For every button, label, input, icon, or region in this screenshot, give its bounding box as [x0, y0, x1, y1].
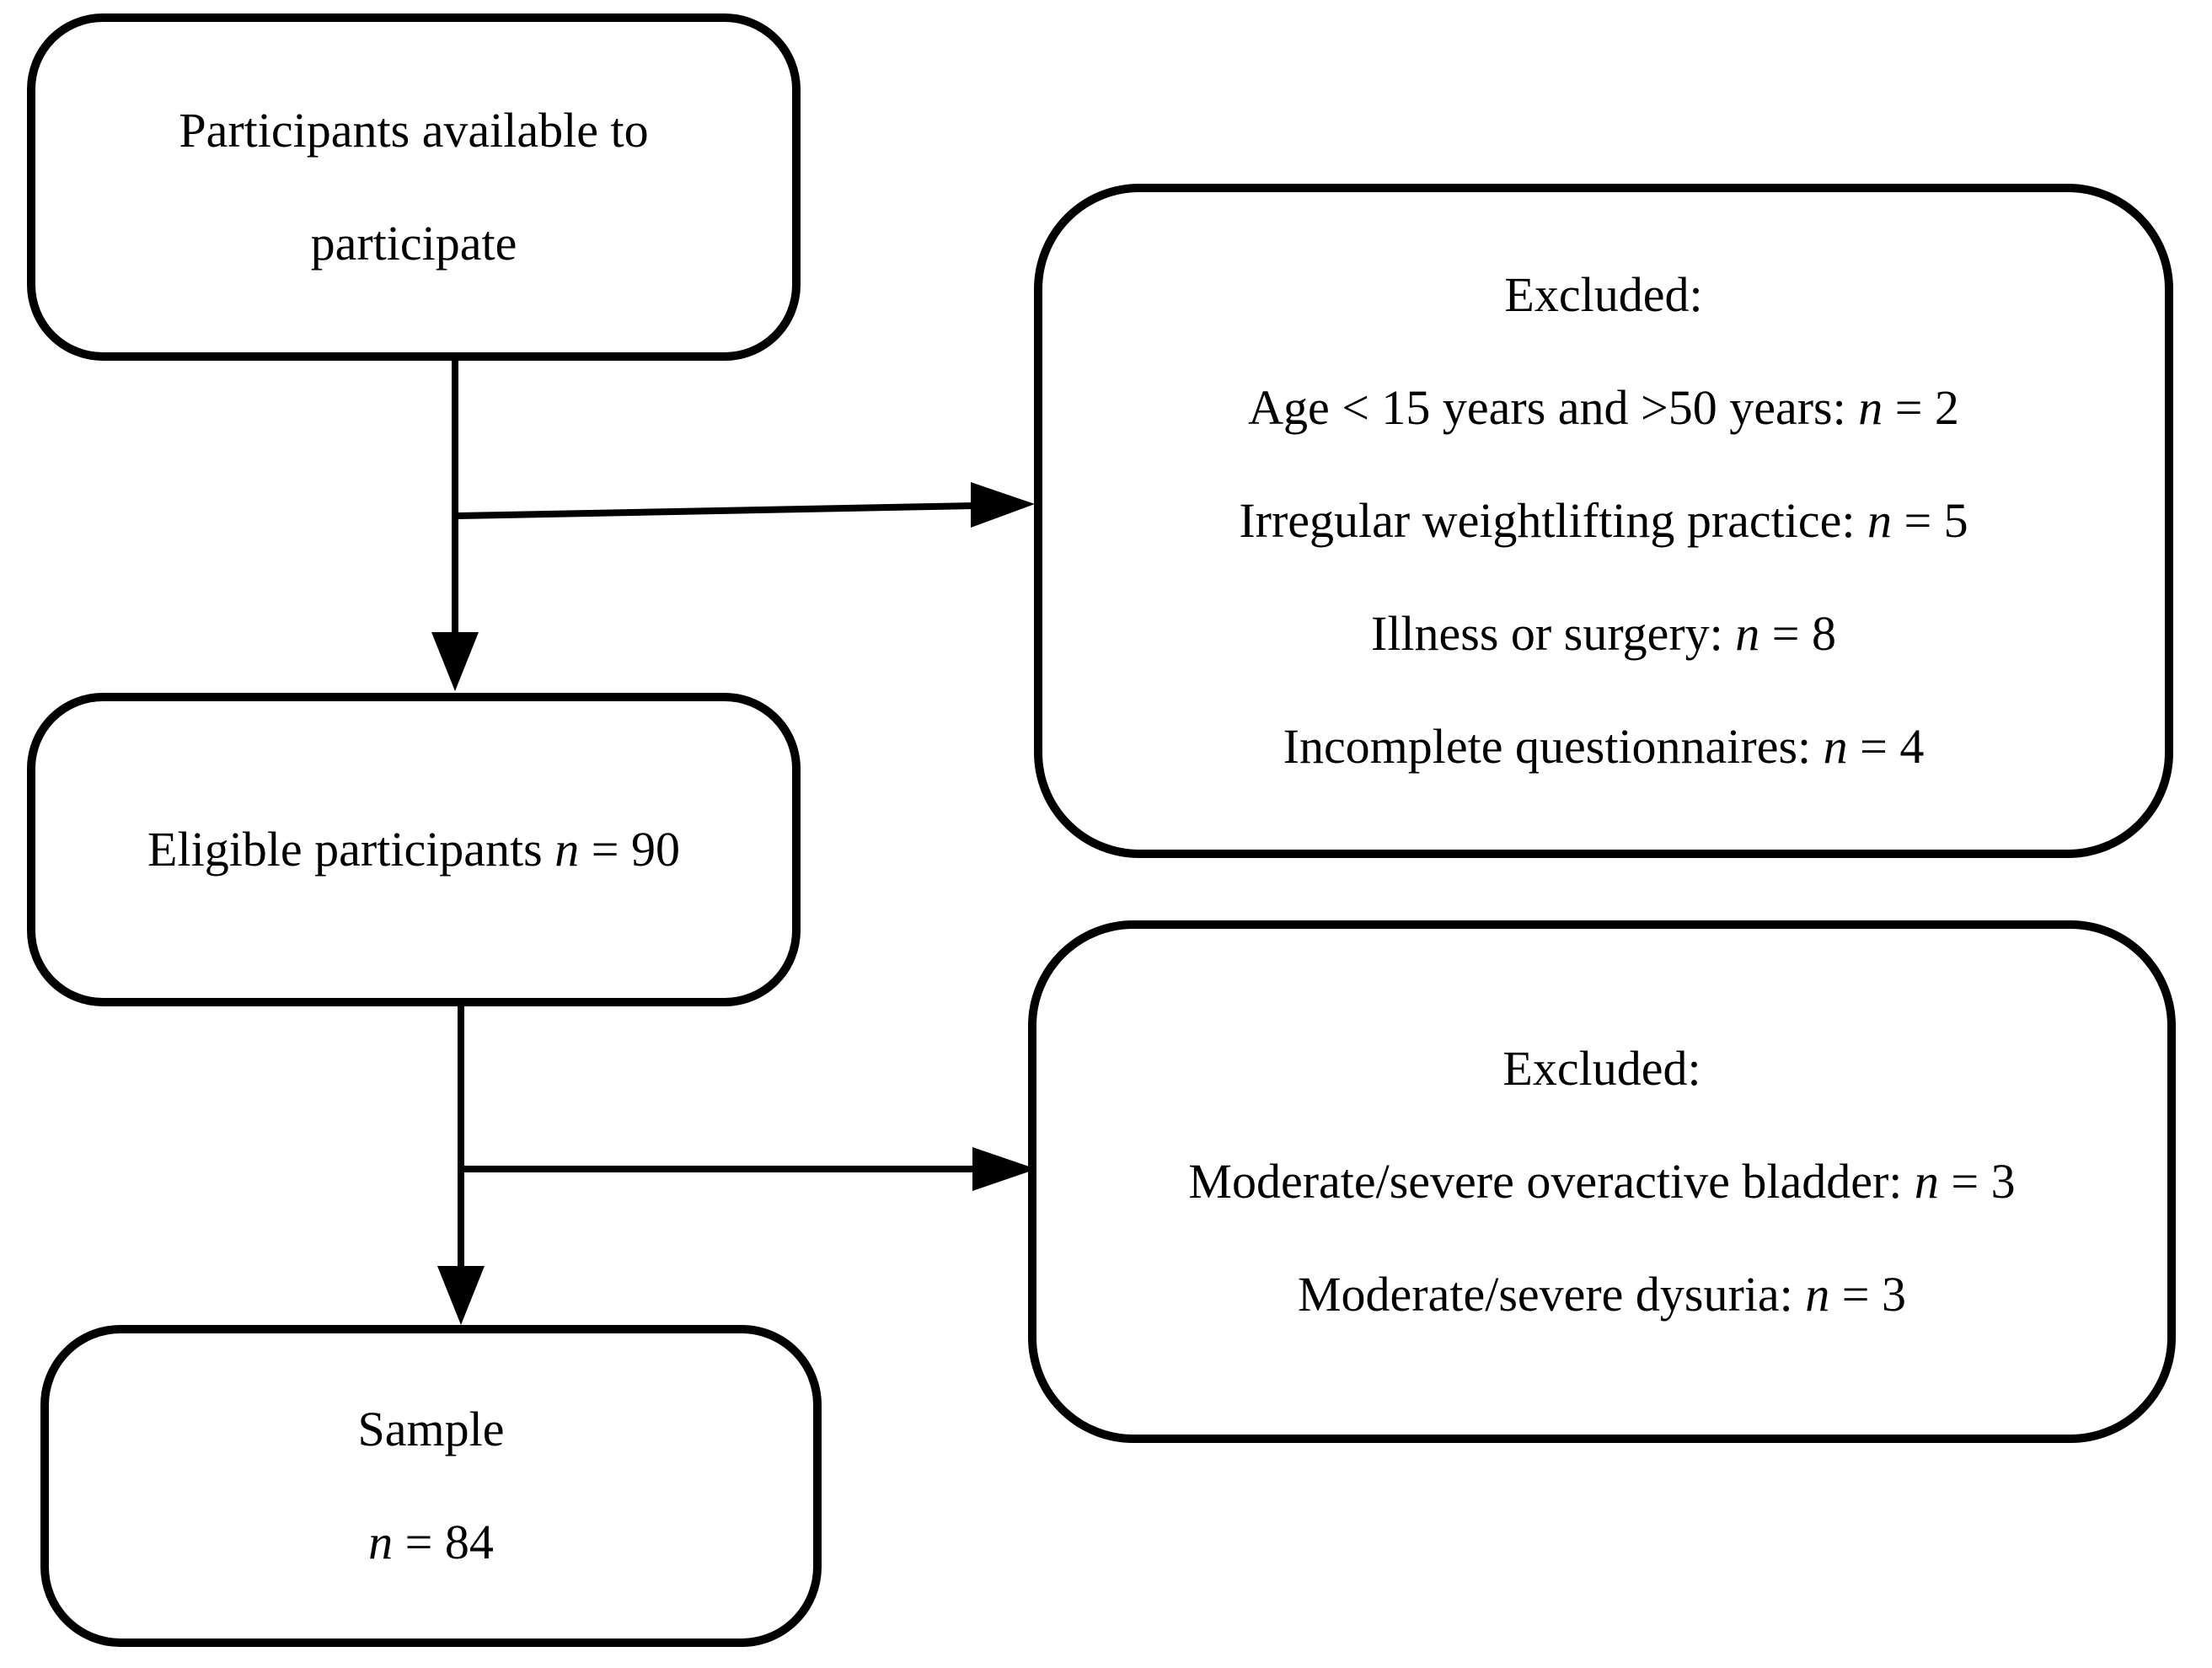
- text-line: n = 84: [368, 1486, 494, 1599]
- text-segment: = 2: [1883, 380, 1959, 435]
- box-participants-available: Participants available to participate: [27, 13, 801, 361]
- text-segment: Moderate/severe dysuria:: [1297, 1267, 1806, 1322]
- text-segment: = 3: [1829, 1267, 1907, 1322]
- text-line: Moderate/severe overactive bladder: n = …: [1188, 1125, 2015, 1238]
- text-segment: Age < 15 years and >50 years:: [1248, 380, 1859, 435]
- n-variable: n: [1858, 380, 1883, 435]
- text-line: Excluded:: [1502, 1012, 1701, 1125]
- box-sample: Sample n = 84: [40, 1325, 822, 1647]
- text-segment: = 90: [579, 822, 680, 877]
- text-segment: = 4: [1847, 719, 1925, 774]
- n-variable: n: [1805, 1267, 1830, 1322]
- arrow-eligible-to-sample: [437, 984, 485, 1325]
- text-line: Sample: [358, 1373, 505, 1486]
- text-line: participate: [311, 187, 517, 300]
- arrow-to-excluded-1: [458, 482, 1035, 528]
- text-line: Eligible participants n = 90: [147, 793, 680, 906]
- text-segment: Excluded:: [1504, 267, 1703, 322]
- text-segment: Sample: [357, 1402, 505, 1456]
- n-variable: n: [554, 822, 580, 877]
- text-line: Irregular weightlifting practice: n = 5: [1239, 464, 1968, 577]
- n-variable: n: [368, 1515, 394, 1569]
- text-segment: = 5: [1891, 493, 1968, 548]
- text-segment: participate: [310, 216, 517, 271]
- arrow-to-excluded-2: [461, 1147, 1036, 1191]
- text-segment: = 3: [1938, 1154, 2016, 1209]
- n-variable: n: [1735, 606, 1760, 661]
- text-line: Excluded:: [1504, 239, 1702, 351]
- text-segment: Excluded:: [1502, 1041, 1701, 1096]
- text-segment: Eligible participants: [147, 822, 555, 877]
- box-eligible-participants: Eligible participants n = 90: [27, 693, 801, 1006]
- text-segment: = 8: [1759, 606, 1836, 661]
- arrow-participants-to-eligible: [431, 361, 479, 691]
- text-segment: Moderate/severe overactive bladder:: [1188, 1154, 1915, 1209]
- n-variable: n: [1823, 719, 1848, 774]
- text-segment: Illness or surgery:: [1371, 606, 1736, 661]
- text-line: Incomplete questionnaires: n = 4: [1283, 690, 1925, 803]
- text-line: Illness or surgery: n = 8: [1371, 577, 1836, 690]
- text-line: Age < 15 years and >50 years: n = 2: [1248, 351, 1959, 464]
- n-variable: n: [1867, 493, 1892, 548]
- box-excluded-secondary: Excluded: Moderate/severe overactive blad…: [1028, 920, 2176, 1443]
- n-variable: n: [1914, 1154, 1939, 1209]
- text-line: Participants available to: [179, 74, 648, 187]
- text-segment: Incomplete questionnaires:: [1283, 719, 1824, 774]
- text-segment: Irregular weightlifting practice:: [1239, 493, 1867, 548]
- text-segment: = 84: [393, 1515, 494, 1569]
- text-segment: Participants available to: [179, 103, 649, 158]
- box-excluded-initial: Excluded: Age < 15 years and >50 years: n…: [1034, 184, 2173, 858]
- text-line: Moderate/severe dysuria: n = 3: [1298, 1238, 1906, 1351]
